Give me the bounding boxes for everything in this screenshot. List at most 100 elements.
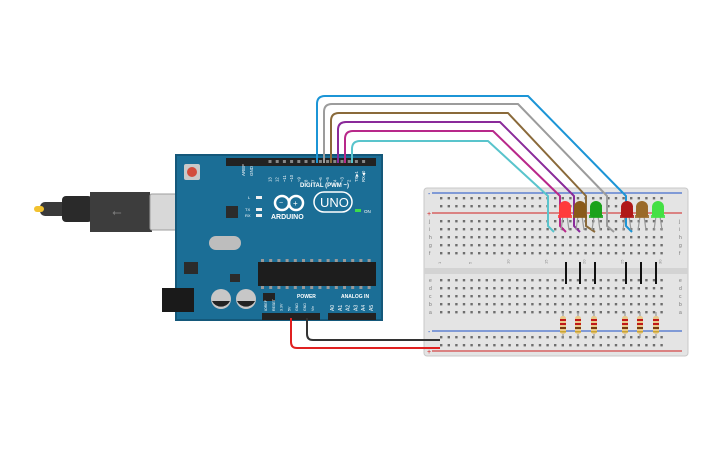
wire-pin-6[interactable] — [323, 103, 615, 233]
resistor[interactable] — [637, 312, 643, 338]
power-header[interactable] — [262, 313, 320, 320]
digital-pin-hole[interactable] — [268, 160, 272, 163]
analog-pin-label: A5 — [369, 305, 375, 311]
digital-pin-label: ~10 — [289, 174, 294, 182]
digital-pin-label: 4 — [332, 179, 337, 182]
digital-pin-label: ~3 — [340, 177, 345, 182]
digital-pin-label: 2 — [347, 179, 352, 182]
digital-pin-hole[interactable] — [311, 160, 315, 163]
rail-plus-top: + — [427, 211, 431, 218]
svg-text:i: i — [679, 227, 680, 233]
power-pin-label: Vin — [311, 306, 315, 311]
power-pin-label: 5V — [287, 306, 291, 311]
channel-jumpers[interactable] — [565, 262, 657, 284]
svg-text:b: b — [679, 302, 682, 308]
digital-pin-hole[interactable] — [354, 160, 358, 163]
wire-pin-7[interactable] — [316, 95, 633, 233]
digital-pin-hole[interactable] — [347, 160, 351, 163]
wire-5v[interactable] — [290, 318, 440, 349]
power-pin-label: GND — [303, 303, 307, 311]
digital-pin-hole[interactable] — [290, 160, 294, 163]
analog-pin-label: A4 — [361, 305, 367, 311]
cable-tip-icon — [34, 206, 44, 212]
resistor[interactable] — [653, 312, 659, 338]
digital-pin-hole[interactable] — [362, 160, 366, 163]
svg-text:a: a — [679, 310, 682, 316]
analog-pin-label: A2 — [346, 305, 352, 311]
led[interactable] — [558, 201, 572, 231]
resistor[interactable] — [575, 312, 581, 338]
led[interactable] — [620, 201, 634, 231]
digital-pin-hole[interactable] — [333, 160, 337, 163]
usb-symbol-icon: ⭠ — [112, 205, 122, 219]
led[interactable] — [589, 201, 603, 231]
digital-pin-label: 12 — [275, 177, 280, 182]
breadboard-holes[interactable] — [440, 197, 663, 347]
digital-header[interactable] — [226, 158, 376, 166]
digital-pin-hole[interactable] — [275, 160, 279, 163]
gnd-label: GND — [249, 165, 254, 176]
analog-header[interactable] — [328, 313, 376, 320]
digital-pin-hole[interactable] — [318, 160, 322, 163]
rail-minus-top: - — [428, 191, 431, 198]
power-pin-label: GND — [295, 303, 299, 311]
resistor[interactable] — [560, 312, 566, 338]
svg-text:g: g — [679, 243, 682, 249]
svg-text:j: j — [428, 219, 430, 225]
digital-pin-label: 7 — [311, 179, 316, 182]
svg-text:d: d — [429, 286, 432, 292]
wire-gnd[interactable] — [306, 318, 440, 341]
power-pin-label: 3.3V — [280, 303, 284, 311]
led[interactable] — [651, 201, 665, 231]
digital-pin-hole[interactable] — [297, 160, 301, 163]
svg-text:1: 1 — [437, 261, 442, 264]
svg-text:e: e — [429, 278, 432, 284]
led-group[interactable] — [558, 201, 665, 231]
wire-pin-3[interactable] — [344, 130, 567, 233]
power-jack[interactable] — [162, 288, 194, 312]
icsp-header[interactable] — [263, 293, 275, 301]
tx-led — [256, 208, 262, 211]
svg-text:b: b — [429, 302, 432, 308]
digital-pin-label: 13 — [268, 177, 273, 182]
tx-label: TX — [245, 207, 250, 212]
digital-pin-hole[interactable] — [326, 160, 330, 163]
on-led — [355, 209, 361, 212]
svg-text:d: d — [679, 286, 682, 292]
resistor-group[interactable] — [560, 312, 659, 338]
svg-text:20: 20 — [581, 259, 586, 264]
resistor[interactable] — [591, 312, 597, 338]
jumper-wires[interactable] — [290, 95, 633, 349]
wire-pin-4[interactable] — [337, 121, 581, 233]
digital-pin-hole[interactable] — [304, 160, 308, 163]
chip-pins — [261, 259, 371, 289]
digital-pin-label: ~9 — [296, 177, 301, 182]
rx-label: RX — [245, 213, 251, 218]
svg-text:25: 25 — [619, 259, 624, 264]
aref-label: AREF — [241, 164, 246, 176]
svg-text:30: 30 — [657, 259, 662, 264]
svg-text:g: g — [429, 243, 432, 249]
wire-pin-2[interactable] — [351, 140, 555, 233]
rail-minus-bottom: - — [428, 329, 431, 336]
svg-text:i: i — [429, 227, 430, 233]
wire-pin-5[interactable] — [330, 112, 596, 233]
power-pin-label: IOREF — [264, 299, 268, 311]
digital-pin-hole[interactable] — [282, 160, 286, 163]
power-pin-label: RESET — [272, 298, 276, 311]
digital-pin-label: RX◀0 — [361, 170, 366, 182]
svg-text:j: j — [678, 219, 680, 225]
led[interactable] — [573, 201, 587, 231]
led[interactable] — [635, 201, 649, 231]
digital-pin-label: ~11 — [282, 175, 287, 182]
digital-pin-label: 8 — [304, 179, 309, 182]
digital-pin-hole[interactable] — [340, 160, 344, 163]
rx-led — [256, 214, 262, 217]
resistor[interactable] — [622, 312, 628, 338]
